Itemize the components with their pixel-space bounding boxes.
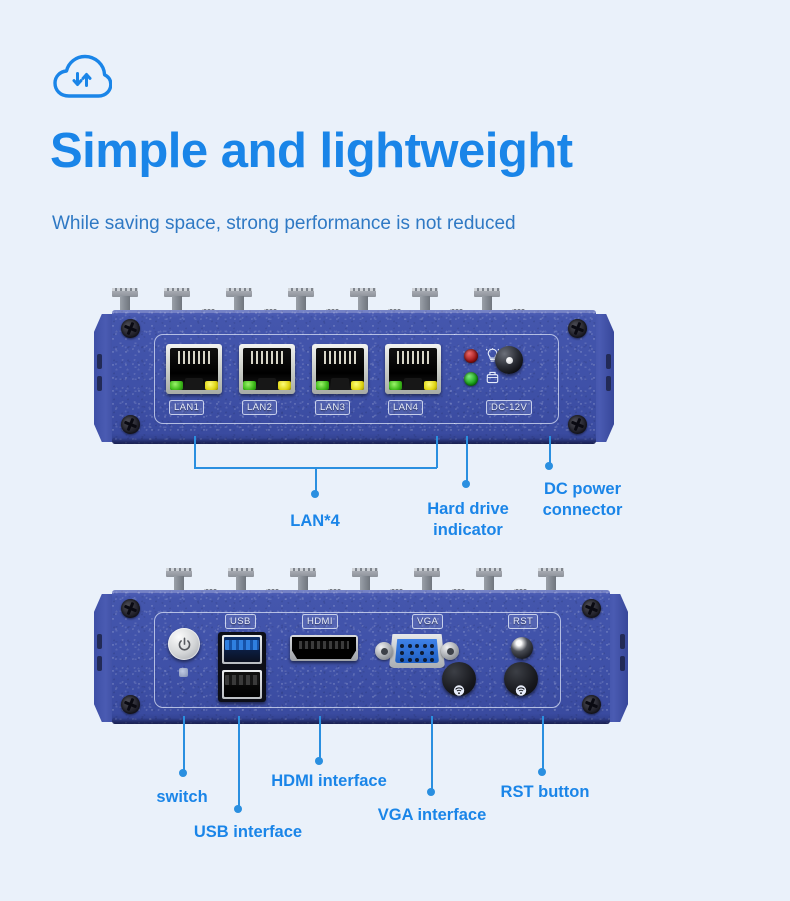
chassis-body: LAN1 LAN2 LAN3 LAN4 — [112, 310, 596, 444]
vga-port[interactable] — [375, 634, 459, 668]
antenna-cap-left — [442, 662, 476, 696]
antenna-cap-right — [504, 662, 538, 696]
lan-port-2-label: LAN2 — [242, 400, 278, 415]
lan4-leader — [436, 436, 438, 468]
power-indicator-led — [464, 349, 478, 363]
lan-port-4[interactable] — [385, 344, 441, 394]
page-subtitle: While saving space, strong performance i… — [52, 213, 516, 234]
lan-port-4-label: LAN4 — [388, 400, 424, 415]
switch-callout: switch — [156, 788, 208, 806]
hdd-leader — [466, 436, 468, 482]
lan-port-3-label: LAN3 — [315, 400, 351, 415]
page-title: Simple and lightweight — [50, 124, 573, 178]
lan-panel-outline — [154, 334, 455, 424]
right-io-outline — [358, 612, 561, 708]
dc-power-callout: DC power connector — [542, 480, 623, 519]
vga-callout-dot — [427, 788, 435, 796]
lan-callout: LAN*4 — [290, 512, 340, 530]
chassis-body: USB HDMI VGA — [112, 590, 610, 724]
usb2-port[interactable] — [222, 670, 262, 699]
usb3-port[interactable] — [222, 635, 262, 664]
rst-button-callout: RST button — [500, 783, 590, 801]
usb-callout-dot — [234, 805, 242, 813]
usb-interface-callout: USB interface — [193, 823, 303, 841]
rst-button-label: RST — [508, 614, 539, 629]
hdd-callout-dot — [462, 480, 470, 488]
vga-leader — [431, 716, 433, 790]
rst-button[interactable] — [511, 637, 533, 659]
hard-drive-indicator-led — [464, 372, 478, 386]
usb-ports[interactable] — [218, 632, 266, 702]
switch-callout-dot — [179, 769, 187, 777]
hdmi-port[interactable] — [290, 635, 358, 661]
rear-io-panel: USB HDMI VGA — [94, 566, 628, 724]
hdmi-callout-dot — [315, 757, 323, 765]
hard-drive-indicator-callout: Hard drive indicator — [427, 500, 509, 539]
wifi-icon — [514, 683, 528, 696]
power-button[interactable] — [168, 628, 200, 660]
lan-callout-leader — [315, 467, 317, 493]
lan-port-3[interactable] — [312, 344, 368, 394]
power-panel-outline — [454, 334, 559, 424]
vga-screw-post-right — [441, 642, 459, 660]
lan-port-1-label: LAN1 — [169, 400, 205, 415]
lan-port-2[interactable] — [239, 344, 295, 394]
screw-top-left — [121, 319, 140, 338]
screw-bottom-left — [121, 695, 140, 714]
wifi-icon — [452, 683, 466, 696]
lan-port-1[interactable] — [166, 344, 222, 394]
dc-callout-dot — [545, 462, 553, 470]
hdmi-leader — [319, 716, 321, 759]
hdmi-interface-callout: HDMI interface — [271, 772, 387, 790]
lan-callout-dot — [311, 490, 319, 498]
switch-leader — [183, 716, 185, 771]
screw-bottom-left — [121, 415, 140, 434]
rst-leader — [542, 716, 544, 770]
dc-power-jack[interactable] — [495, 346, 523, 374]
hdmi-port-label: HDMI — [302, 614, 338, 629]
lan4-link-led — [389, 381, 402, 390]
lan2-link-led — [243, 381, 256, 390]
hard-drive-icon — [486, 371, 499, 387]
screw-top-right — [582, 599, 601, 618]
lan1-activity-led — [205, 381, 218, 390]
power-icon — [177, 637, 192, 652]
vga-port-label: VGA — [412, 614, 444, 629]
vga-screw-post-left — [375, 642, 393, 660]
screw-bottom-right — [568, 415, 587, 434]
lan1-link-led — [170, 381, 183, 390]
screw-bottom-right — [582, 695, 601, 714]
front-io-panel: LAN1 LAN2 LAN3 LAN4 — [94, 286, 614, 444]
usb-leader — [238, 716, 240, 807]
left-io-outline — [154, 612, 359, 708]
lan4-activity-led — [424, 381, 437, 390]
usb-port-label: USB — [225, 614, 256, 629]
screw-top-right — [568, 319, 587, 338]
vga-interface-callout: VGA interface — [377, 806, 487, 824]
lan2-activity-led — [278, 381, 291, 390]
dc-power-label: DC-12V — [486, 400, 533, 415]
cloud-sync-icon — [52, 52, 113, 104]
lan1-leader — [194, 436, 196, 468]
dc-leader — [549, 436, 551, 464]
lan3-activity-led — [351, 381, 364, 390]
rst-callout-dot — [538, 768, 546, 776]
power-button-badge — [179, 668, 188, 677]
lan3-link-led — [316, 381, 329, 390]
screw-top-left — [121, 599, 140, 618]
